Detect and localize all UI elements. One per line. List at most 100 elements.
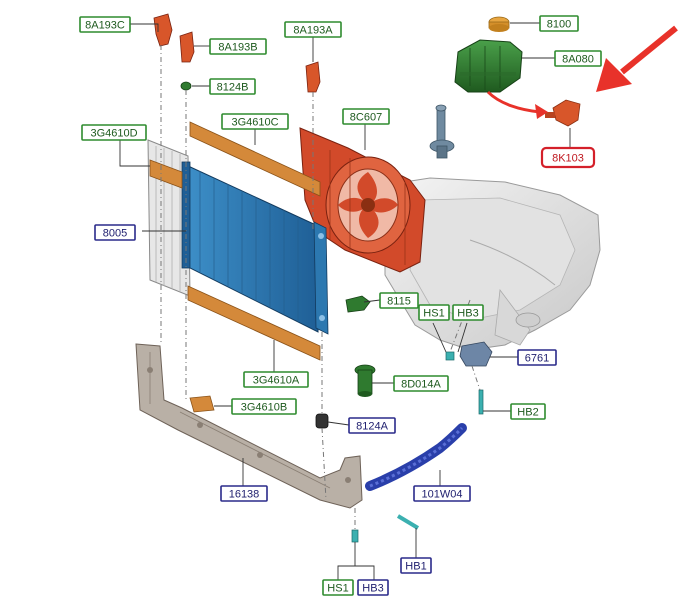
part-label-3g4610d: 3G4610D [81, 124, 147, 141]
part-label-6761: 6761 [517, 349, 557, 366]
part-number-text: 8005 [103, 228, 127, 240]
grommet-8124a [315, 413, 329, 429]
part-label-8c607: 8C607 [342, 108, 390, 125]
part-label-8124b: 8124B [209, 78, 256, 95]
part-label-box [413, 485, 471, 502]
part-label-box [400, 557, 432, 574]
part-label-box [94, 224, 136, 241]
clip-hb1 [396, 514, 420, 530]
part-label-3g4610c: 3G4610C [221, 113, 289, 130]
coolant-reservoir [454, 39, 523, 93]
part-label-box [322, 579, 354, 596]
part-label-hb3-bottom: HB3 [357, 579, 389, 596]
temperature-sensor-8115 [345, 295, 371, 313]
part-label-8a193b: 8A193B [209, 38, 267, 55]
part-number-text: 8115 [387, 296, 411, 308]
indicator-curve-arrow [486, 90, 541, 114]
part-label-hs1-top: HS1 [418, 304, 450, 321]
pointer-arrow [596, 25, 678, 92]
air-guide-strip-side [149, 159, 183, 189]
bracket-6761 [459, 341, 493, 367]
bracket-8a193b [179, 31, 195, 63]
part-label-box [342, 108, 390, 125]
part-label-3g4610b: 3G4610B [231, 398, 297, 415]
part-label-3g4610a: 3G4610A [243, 371, 309, 388]
clip-hb2 [478, 389, 484, 415]
part-label-hb1: HB1 [400, 557, 432, 574]
assembly-lines [160, 45, 481, 530]
part-label-box [284, 21, 342, 38]
part-number-text: 8A193B [218, 42, 257, 54]
part-label-box [540, 146, 596, 169]
lower-crossmember [135, 343, 363, 509]
part-label-8a193a: 8A193A [284, 21, 342, 38]
part-number-text: 8124B [217, 82, 249, 94]
part-label-box [452, 304, 484, 321]
bracket-8a193c [153, 13, 173, 47]
part-label-hb2: HB2 [510, 403, 546, 420]
grommet-8124b [180, 81, 192, 91]
air-guide-strip-upper [189, 121, 321, 197]
part-label-8115: 8115 [379, 292, 419, 309]
part-label-box [209, 38, 267, 55]
part-number-text: 3G4610D [90, 128, 137, 140]
part-number-text: 3G4610B [241, 402, 287, 414]
part-label-8005: 8005 [94, 224, 136, 241]
part-label-box [220, 485, 268, 502]
part-number-text: 16138 [229, 489, 260, 501]
part-number-text: 8A080 [562, 54, 594, 66]
leader-lines [119, 22, 571, 580]
part-label-box [221, 113, 289, 130]
part-number-text: 8A193C [85, 20, 125, 32]
clip-hs1-top [445, 351, 455, 361]
part-number-text: 3G4610A [253, 375, 300, 387]
part-label-8124a: 8124A [348, 417, 396, 434]
air-guide-strip-small [189, 395, 215, 413]
mount-bolt [429, 104, 455, 159]
fan-shroud [299, 127, 426, 273]
part-label-hs1-bottom: HS1 [322, 579, 354, 596]
part-number-text: 3G4610C [231, 117, 278, 129]
air-guide-strip-lower [187, 285, 321, 361]
part-label-hb3-top: HB3 [452, 304, 484, 321]
coolant-level-sensor [545, 99, 581, 127]
part-label-box [539, 15, 579, 32]
part-label-box [357, 579, 389, 596]
clip-hs1-bottom [351, 529, 359, 543]
part-label-box [510, 403, 546, 420]
part-number-text: 8124A [356, 421, 388, 433]
part-number-text: 6761 [525, 353, 549, 365]
part-number-text: HB3 [457, 308, 478, 320]
part-number-text: 8100 [547, 19, 571, 31]
bracket-8a193a [305, 61, 321, 93]
part-number-text: HS1 [327, 583, 348, 595]
part-number-text: 101W04 [422, 489, 463, 501]
part-label-box [209, 78, 256, 95]
part-number-text: HS1 [423, 308, 444, 320]
part-label-box [348, 417, 396, 434]
part-label-box [81, 124, 147, 141]
radiator-hose [365, 423, 467, 491]
part-label-8a080: 8A080 [554, 50, 602, 67]
part-number-text: 8A193A [293, 25, 333, 37]
part-label-box [554, 50, 602, 67]
thermostat-housing [354, 364, 376, 397]
part-label-box [517, 349, 557, 366]
reservoir-cap [488, 16, 510, 32]
part-number-text: 8K103 [552, 153, 584, 165]
part-label-box [379, 292, 419, 309]
part-label-8d014a: 8D014A [393, 375, 449, 392]
part-label-101w04: 101W04 [413, 485, 471, 502]
part-label-8k103: 8K103 [540, 146, 596, 169]
indicator-curve-arrowhead [535, 104, 548, 119]
part-number-text: HB1 [405, 561, 426, 573]
part-number-text: 8D014A [401, 379, 441, 391]
part-number-text: 8C607 [350, 112, 382, 124]
part-label-8100: 8100 [539, 15, 579, 32]
part-label-16138: 16138 [220, 485, 268, 502]
part-label-box [79, 16, 131, 33]
part-label-box [418, 304, 450, 321]
part-label-box [231, 398, 297, 415]
part-label-8a193c: 8A193C [79, 16, 131, 33]
